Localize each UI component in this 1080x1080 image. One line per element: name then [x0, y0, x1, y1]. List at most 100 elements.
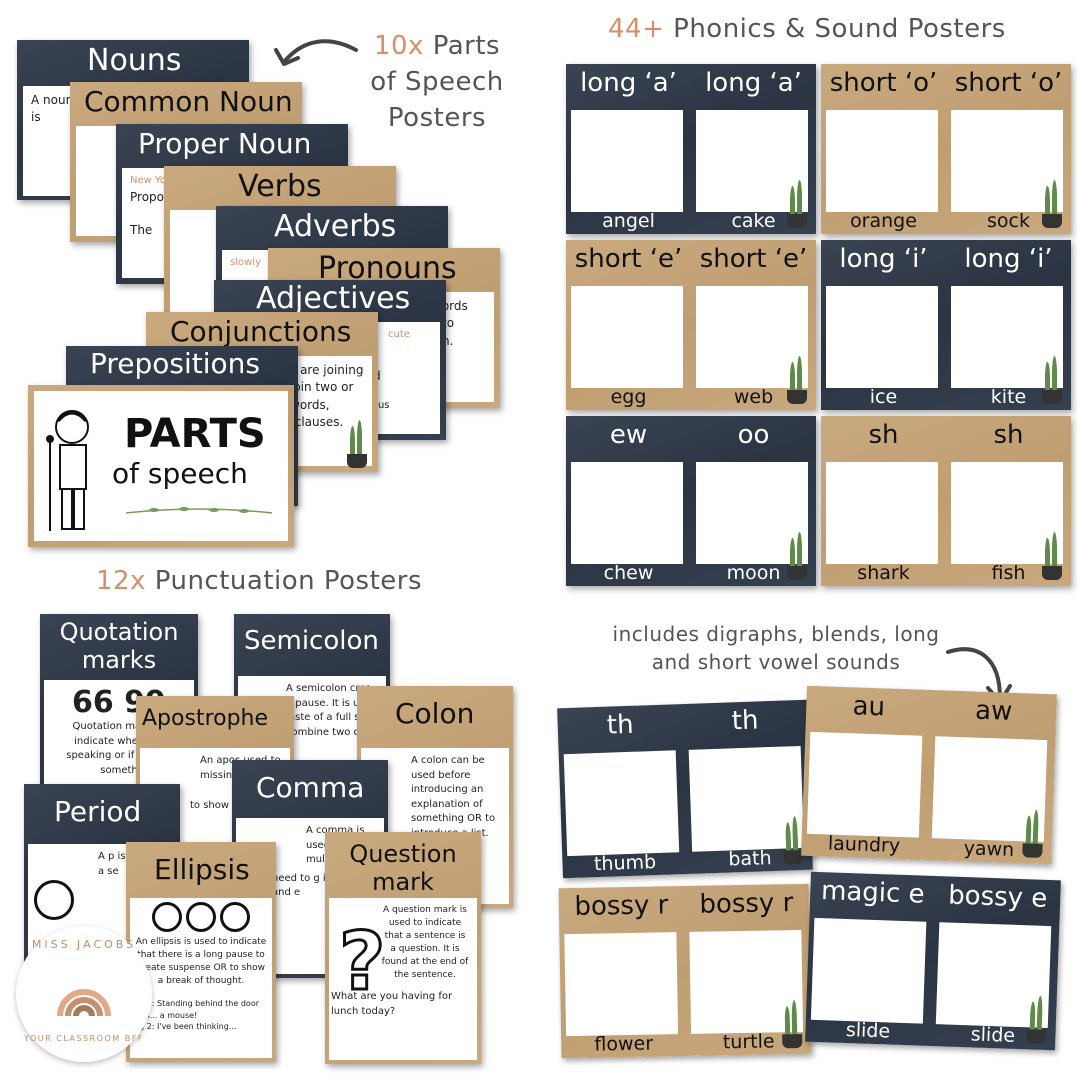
card-left-picture [564, 932, 679, 1037]
card-right-label: short ‘e’ [699, 244, 808, 274]
snippet: The [130, 222, 153, 237]
card-right-label: bossy e [947, 880, 1048, 914]
card-right-label: th [731, 705, 760, 737]
snippet: New York [130, 175, 176, 186]
rainbow-icon [57, 989, 111, 1017]
card-right-picture [951, 462, 1063, 564]
card-left-word: thumb [593, 851, 657, 876]
card-left-label: bossy r [574, 890, 669, 922]
card-left-label: au [852, 691, 886, 723]
card-left-label: short ‘o’ [829, 68, 938, 98]
poster-title: Semicolon [244, 626, 379, 656]
poster-title: Question mark [349, 840, 457, 896]
card-right-word: cake [731, 210, 776, 232]
poster-title: Proper Noun [138, 127, 312, 160]
poster-title: Pronouns [318, 251, 457, 286]
poster-title: Adverbs [274, 209, 397, 244]
card-left-label: long ‘a’ [580, 68, 677, 98]
snippet: cute [388, 329, 410, 340]
card-left-picture [810, 917, 927, 1024]
card-left-word: egg [610, 386, 647, 408]
poster-title: Prepositions [90, 347, 261, 380]
plant-icon [1039, 180, 1065, 228]
snippet: s are joining [290, 363, 364, 377]
card-right-word: web [733, 386, 774, 408]
arrow-left-icon [274, 39, 358, 66]
snippet: N [31, 143, 80, 160]
parts-heading-text: Parts of Speech Posters [370, 31, 504, 133]
ellipsis-dots-icon [134, 902, 268, 932]
card-left-word: shark [857, 562, 910, 584]
card-left-picture [826, 286, 938, 388]
card-left-word: angel [602, 210, 655, 232]
phonics-heading: 44+ Phonics & Sound Posters [608, 14, 1006, 44]
card-left-word: flower [594, 1032, 654, 1056]
card-right-picture [696, 462, 808, 564]
card-left-word: laundry [827, 832, 901, 858]
poster-title: Conjunctions [170, 315, 352, 348]
poster-body: An ellipsis is used to indicate that the… [130, 898, 272, 1058]
card-right-label: sh [993, 420, 1024, 450]
brand-top: MISS JACOBS [31, 938, 137, 951]
card-left-label: magic e [820, 876, 926, 910]
card-left-picture [826, 110, 938, 212]
snippet: Propo [130, 189, 164, 204]
card-right-label: aw [974, 695, 1013, 727]
card-right-label: long ‘a’ [705, 68, 802, 98]
poster-title: Ellipsis [154, 853, 250, 886]
parts-count: 10x [373, 31, 424, 61]
poster-text: Quotation marks a indicate when s is spe… [66, 721, 172, 776]
card-right-word: kite [990, 386, 1027, 408]
card-right-label: short ‘o’ [954, 68, 1063, 98]
plant-icon [1023, 995, 1051, 1045]
punct-heading: 12x Punctuation Posters [96, 566, 422, 596]
card-left-picture [826, 462, 938, 564]
card-right-label: oo [737, 420, 770, 450]
poster-example: Eg 1: Standing behind the door was... a … [134, 999, 259, 1020]
poster-question-mark: Question mark A question mark is used to… [325, 832, 481, 1064]
card-right-label: long ‘i’ [964, 244, 1053, 274]
poster-title: Verbs [238, 169, 322, 204]
card-left-word: chew [603, 562, 654, 584]
question-mark-icon: ? [337, 915, 386, 1008]
plant-icon [1039, 532, 1065, 580]
card-right-picture [951, 286, 1063, 388]
poster-title: Common Noun [84, 85, 293, 118]
snippet: A noun is [31, 93, 74, 125]
card-left-picture [806, 731, 923, 838]
card-right-word: moon [726, 562, 781, 584]
parts-heading: 10x Parts of Speech Posters [367, 28, 507, 136]
poster-title: Apostrophe [142, 706, 269, 731]
card-left-picture [571, 110, 683, 212]
poster-text: A question mark is used to indicate that… [381, 905, 469, 981]
card-right-word: sock [987, 210, 1030, 232]
card-right-label: bossy r [699, 888, 794, 920]
card-left-word: slide [845, 1019, 891, 1043]
card-left-picture [563, 750, 680, 857]
poster-example: What are you having for lunch today? [331, 991, 453, 1017]
snippet: join two or [290, 380, 354, 395]
snippet: words, [290, 397, 330, 412]
phonics-card: short ‘o’ short ‘o’ orange sock [821, 64, 1071, 234]
plant-icon [344, 420, 370, 468]
brand-bottom: YOUR CLASSROOM BFF [24, 1034, 144, 1043]
plant-icon [784, 180, 810, 228]
poster-ellipsis: Ellipsis An ellipsis is used to indicate… [126, 842, 276, 1062]
card-left-label: short ‘e’ [574, 244, 683, 274]
punct-count: 12x [96, 566, 146, 596]
phonics-count: 44+ [608, 14, 665, 44]
poster-parts-cover: PARTS of speech [28, 385, 294, 547]
snippet: n. [442, 333, 454, 348]
snippet: slowly [230, 257, 261, 268]
card-left-word: orange [850, 210, 917, 232]
plant-icon [784, 356, 810, 404]
boy-with-microphone-icon [46, 410, 89, 531]
phonics-card: short ‘e’ short ‘e’ egg web [566, 240, 816, 410]
plant-icon [1019, 809, 1047, 859]
poster-text: to show t [190, 800, 237, 811]
poster-text: need to g ilk, butte and e [272, 872, 368, 899]
cover-panel: PARTS of speech [34, 391, 288, 541]
